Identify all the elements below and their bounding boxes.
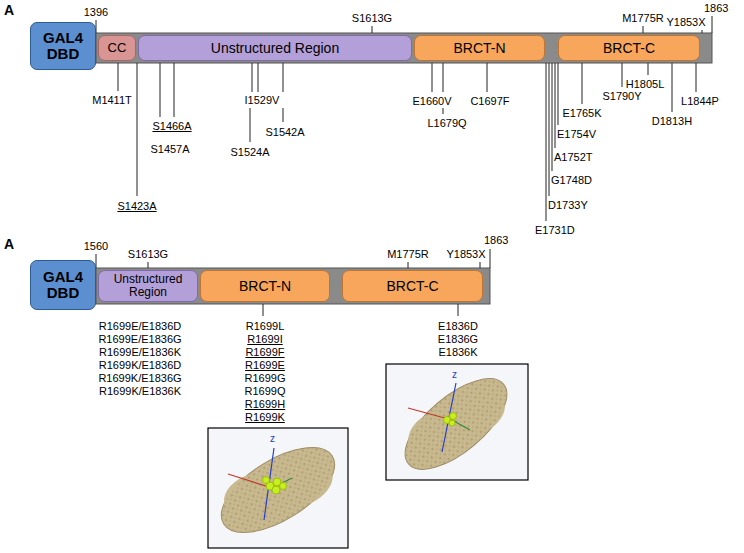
axis-label: z: [270, 432, 275, 445]
mutation-label: S1423A: [117, 200, 156, 213]
protein-bar: [96, 268, 490, 304]
structure-inset: [386, 363, 528, 486]
mutation-label: R1699E: [245, 359, 285, 372]
mutation-label: R1699K: [245, 411, 285, 424]
mutation-label: E1765K: [562, 107, 601, 120]
mutation-label: S1790Y: [602, 90, 641, 103]
domain-box: CC: [98, 35, 136, 61]
mutation-label: R1699K/E1836K: [99, 385, 181, 398]
mutation-ticks: [96, 16, 712, 316]
mutation-label: C1697F: [470, 95, 509, 108]
mutation-label: E1660V: [412, 95, 451, 108]
domain-name: GAL4 DBD: [34, 269, 92, 301]
mutation-label: S1613G: [352, 12, 392, 25]
mutation-label: S1457A: [150, 143, 189, 156]
mutation-label: H1805L: [626, 78, 665, 91]
mutation-label: R1699F: [245, 346, 284, 359]
domain-box: BRCT-N: [414, 35, 545, 61]
mutation-label: E1731D: [535, 224, 575, 237]
residue-number: 1863: [704, 2, 728, 15]
mutation-label: E1836G: [438, 333, 478, 346]
domain-box: Unstructured Region: [138, 35, 412, 61]
panel-letter: A: [4, 4, 14, 17]
domain-name: BRCT-N: [239, 279, 291, 294]
mutation-label: E1836D: [438, 320, 478, 333]
residue-number: 1396: [84, 6, 108, 19]
domain-name: BRCT-N: [453, 41, 505, 56]
mutation-label: I1529V: [245, 94, 280, 107]
dbd-box: GAL4 DBD: [30, 260, 96, 310]
mutation-label: G1748D: [551, 174, 592, 187]
domain-box: BRCT-N: [200, 270, 330, 302]
residue-number: 1863: [484, 234, 508, 247]
dbd-box: GAL4 DBD: [30, 22, 96, 70]
mutation-label: M1775R: [387, 248, 429, 261]
mutation-label: Y1853X: [446, 248, 485, 261]
domain-name: Unstructured Region: [211, 41, 339, 56]
mutation-label: S1466A: [152, 120, 191, 133]
mutation-label: R1699K/E1836D: [99, 359, 182, 372]
domain-name: CC: [108, 41, 127, 55]
mutation-label: D1733Y: [548, 199, 588, 212]
mutation-label: R1699H: [245, 398, 285, 411]
panel-letter: A: [4, 238, 14, 251]
mutation-label: R1699E/E1836G: [98, 333, 181, 346]
mutation-label: S1613G: [128, 248, 168, 261]
domain-name: BRCT-C: [603, 41, 655, 56]
mutation-label: R1699E/E1836K: [99, 346, 181, 359]
domain-box: BRCT-C: [558, 35, 700, 61]
mutation-label: M1411T: [92, 94, 132, 107]
mutation-label: A1752T: [554, 151, 593, 164]
domain-name: Unstructured Region: [102, 273, 194, 298]
mutation-label: Y1853X: [666, 16, 705, 29]
protein-bar: [96, 33, 712, 63]
mutation-label: E1754V: [557, 128, 596, 141]
mutation-label: S1524A: [230, 146, 269, 159]
mutation-label: R1699E/E1836D: [99, 320, 182, 333]
domain-name: GAL4 DBD: [34, 30, 92, 62]
mutation-label: M1775R: [622, 12, 664, 25]
mutation-label: S1542A: [265, 126, 304, 139]
structure-inset: [208, 428, 348, 549]
mutation-label: R1699G: [245, 372, 286, 385]
residue-number: 1560: [84, 240, 108, 253]
mutation-label: L1844P: [681, 95, 719, 108]
domain-box: BRCT-C: [342, 270, 483, 302]
mutation-label: L1679Q: [427, 117, 466, 130]
mutation-label: E1836K: [438, 346, 477, 359]
mutation-label: R1699L: [246, 320, 285, 333]
axis-label: z: [452, 368, 457, 381]
mutation-label: D1813H: [652, 115, 692, 128]
mutation-label: R1699K/E1836G: [98, 372, 181, 385]
domain-box: Unstructured Region: [98, 270, 198, 302]
mutation-label: R1699Q: [245, 385, 286, 398]
domain-name: BRCT-C: [386, 279, 438, 294]
mutation-label: R1699I: [247, 333, 282, 346]
